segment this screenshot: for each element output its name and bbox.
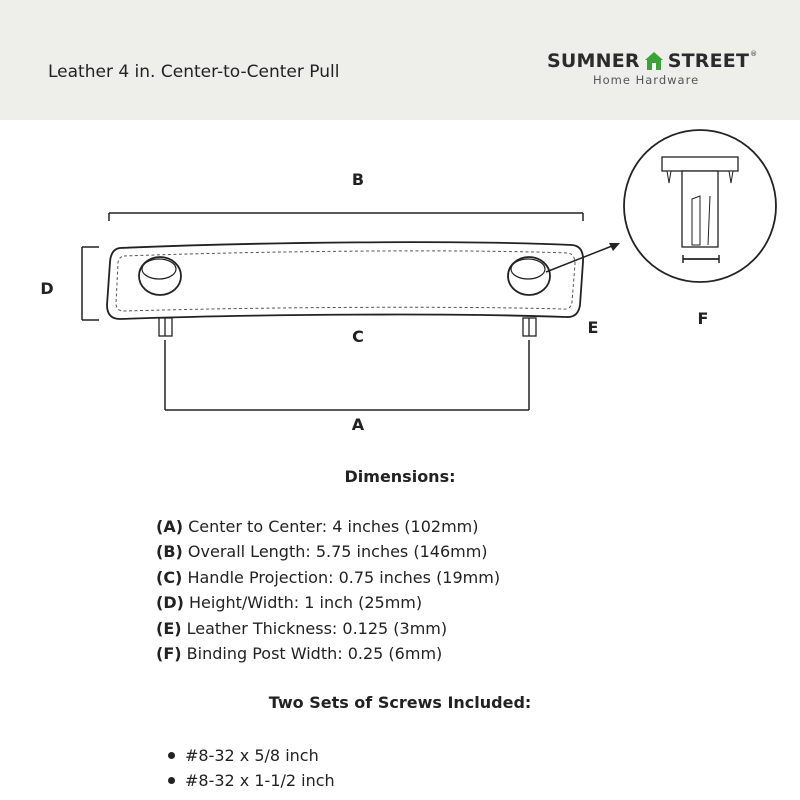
dimension-d-bracket [81, 246, 99, 321]
callout-arrow [545, 243, 620, 273]
label-f: F [698, 309, 709, 328]
header-bar: Leather 4 in. Center-to-Center Pull SUMN… [0, 0, 800, 120]
product-title: Leather 4 in. Center-to-Center Pull [48, 62, 340, 82]
pull-dimension-diagram: B D C E A [40, 129, 777, 434]
label-a: A [352, 415, 365, 434]
leather-strap [106, 241, 584, 320]
label-d: D [40, 279, 53, 298]
dimension-row-b: (B) Overall Length: 5.75 inches (146mm) [156, 542, 488, 562]
label-c: C [352, 327, 364, 346]
dimensions-heading: Dimensions: [344, 467, 456, 486]
brand-name-left: SUMNER [547, 50, 640, 72]
bullet-icon [168, 752, 175, 759]
registered-mark: ® [750, 50, 758, 58]
dimension-row-f: (F) Binding Post Width: 0.25 (6mm) [156, 643, 443, 663]
brand-logo: SUMNER STREET ® Home Hardware [547, 50, 767, 87]
bullet-icon [168, 777, 175, 784]
screws-heading: Two Sets of Screws Included: [268, 693, 532, 712]
dimensions-list: (A) Center to Center: 4 inches (102mm) (… [156, 517, 500, 669]
dimension-row-a: (A) Center to Center: 4 inches (102mm) [156, 517, 479, 536]
brand-subtitle: Home Hardware [593, 73, 700, 87]
strap-stitching [115, 250, 576, 312]
post-cap-left [138, 256, 182, 296]
screw-post-left [158, 317, 173, 337]
house-icon [644, 52, 663, 70]
screw-post-right [522, 317, 537, 337]
dimension-b-bracket [108, 212, 584, 221]
dimension-row-c: (C) Handle Projection: 0.75 inches (19mm… [156, 567, 501, 587]
list-item: #8-32 x 5/8 inch [168, 743, 335, 768]
dimension-row-d: (D) Height/Width: 1 inch (25mm) [156, 593, 423, 613]
post-cap-right [507, 256, 551, 296]
screws-list: #8-32 x 5/8 inch #8-32 x 1-1/2 inch [168, 743, 335, 793]
label-b: B [352, 170, 364, 189]
brand-name-right: STREET [667, 50, 750, 72]
list-item: #8-32 x 1-1/2 inch [168, 768, 335, 793]
label-e: E [588, 318, 599, 337]
binding-post-detail [623, 129, 777, 283]
dimension-row-e: (E) Leather Thickness: 0.125 (3mm) [156, 618, 448, 638]
dimension-a-bracket [164, 340, 530, 411]
